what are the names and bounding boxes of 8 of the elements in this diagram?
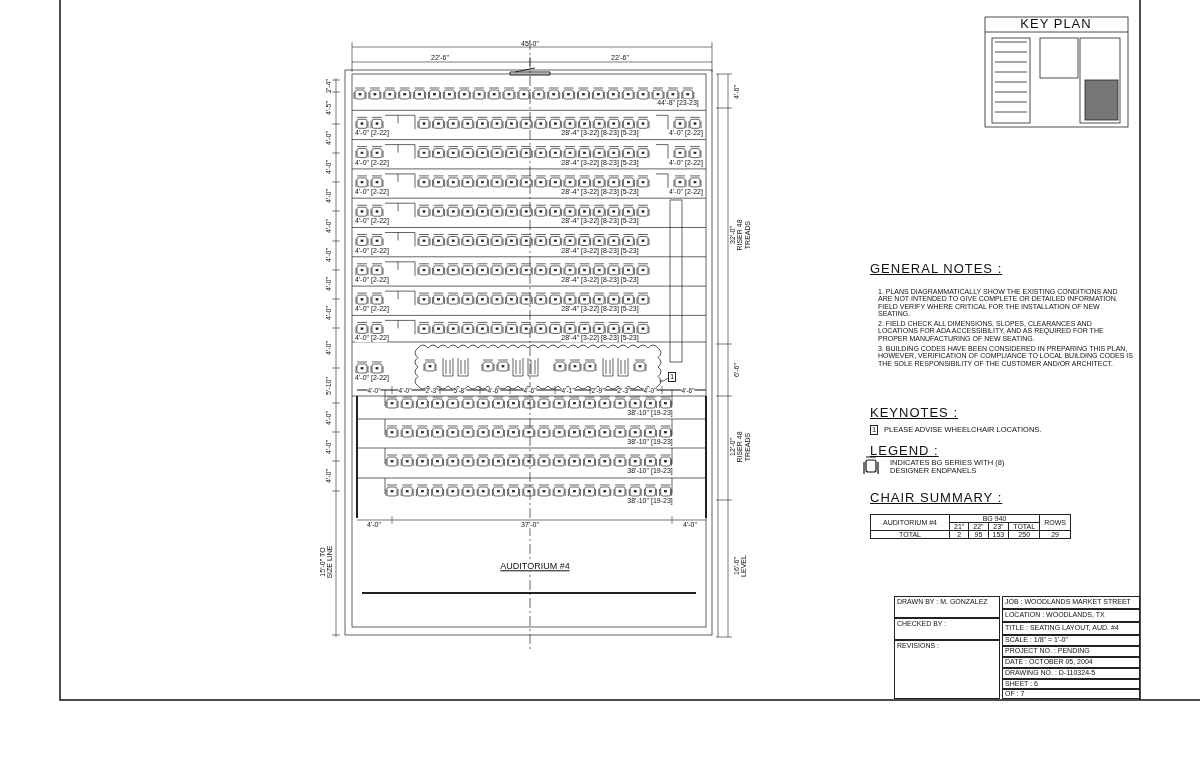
- heading: KEYNOTES :: [870, 406, 959, 420]
- room-label: AUDITORIUM #4: [500, 562, 570, 572]
- heading: GENERAL NOTES :: [870, 262, 1003, 276]
- heading: LEGEND :: [870, 444, 939, 458]
- heading: CHAIR SUMMARY :: [870, 491, 1003, 505]
- heading: KEY PLAN: [1020, 17, 1092, 31]
- leader-line: [658, 377, 669, 382]
- revision-cloud: [414, 344, 662, 390]
